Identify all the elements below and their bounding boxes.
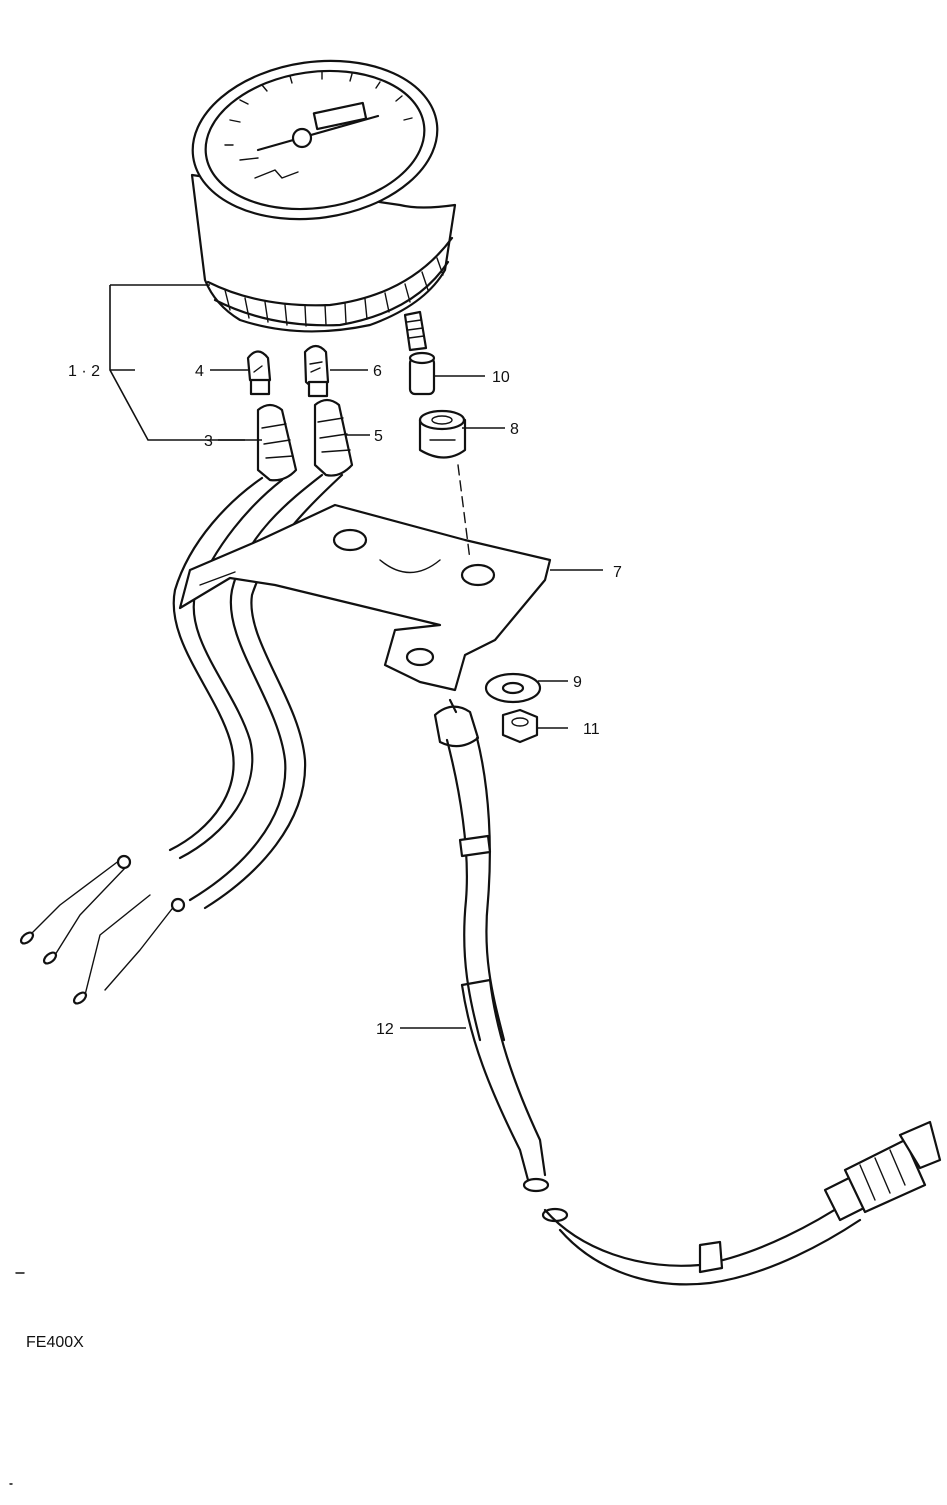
socket-3 <box>256 403 298 482</box>
nut-11 <box>501 708 539 744</box>
speedometer-knurl <box>224 257 444 327</box>
callout-9: 9 <box>573 674 582 691</box>
callout-5: 5 <box>374 428 383 445</box>
callout-4: 4 <box>195 363 204 380</box>
odometer-window <box>312 101 368 131</box>
callout-labels: 1 · 2 3 4 5 6 7 8 9 10 11 12 <box>68 363 622 1038</box>
speedometer-dial-ticks <box>224 71 413 146</box>
washer-9 <box>484 672 542 704</box>
bulb-6 <box>303 344 330 398</box>
leader-lines <box>109 284 603 1029</box>
callout-3: 3 <box>204 433 213 450</box>
alignment-line <box>457 464 471 561</box>
bracket-hole-2 <box>460 563 496 587</box>
bracket-hole-1 <box>332 528 368 552</box>
speedometer-ring <box>206 236 454 307</box>
callout-6: 6 <box>373 363 382 380</box>
cable-drive-stub <box>403 310 428 352</box>
bulb-4 <box>246 350 272 396</box>
socket-5 <box>313 398 354 477</box>
speedometer-assembly <box>190 59 457 352</box>
callout-1-2: 1 · 2 <box>68 363 100 380</box>
bracket-hole-3 <box>405 647 435 667</box>
speedometer-bezel <box>191 59 439 221</box>
needle-hub <box>291 127 313 149</box>
callout-11: 11 <box>583 721 600 738</box>
cushion-8 <box>418 409 467 459</box>
callout-12: 12 <box>376 1021 394 1038</box>
callout-8: 8 <box>510 421 519 438</box>
speedometer-needle <box>256 114 380 152</box>
callout-10: 10 <box>492 369 510 386</box>
speedometer-cable-12 <box>433 698 942 1286</box>
model-code: FE400X <box>26 1334 84 1351</box>
grommet-10 <box>408 351 436 396</box>
bracket-7 <box>178 503 552 692</box>
callout-7: 7 <box>613 564 622 581</box>
